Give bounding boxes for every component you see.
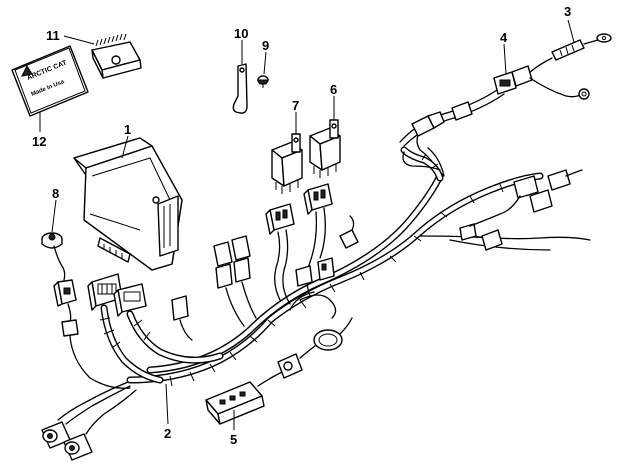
callout-12: 12 (32, 134, 46, 149)
part-1-control-module (73, 137, 183, 271)
part-10-clip (232, 63, 248, 114)
callout-3: 3 (564, 4, 571, 19)
callout-2: 2 (164, 426, 171, 441)
callout-5: 5 (230, 432, 237, 447)
part-5-junction-block (205, 317, 353, 425)
part-3-ring-lead (551, 33, 612, 61)
part-8-sensor (41, 232, 131, 389)
callout-4: 4 (500, 30, 508, 45)
harness-ecu-connectors (87, 273, 224, 384)
harness-bottom-plugs (41, 381, 137, 461)
callout-numbers: 1 2 3 4 5 6 7 8 9 10 11 12 (32, 4, 571, 447)
harness-relay-sockets (213, 183, 359, 327)
part-7-relay (271, 133, 303, 194)
callout-7: 7 (292, 98, 299, 113)
callout-11: 11 (46, 28, 60, 43)
callout-leaders (39, 19, 575, 430)
callout-1: 1 (124, 122, 131, 137)
callout-6: 6 (330, 82, 337, 97)
part-9-screw (257, 75, 269, 88)
harness-right-connectors (459, 169, 583, 251)
part-12-decal: ARCTIC CAT Made In Usa (11, 45, 89, 117)
callout-10: 10 (234, 26, 248, 41)
callout-9: 9 (262, 38, 269, 53)
part-6-relay (309, 119, 341, 178)
part-2-main-harness (126, 131, 591, 387)
part-4-fuse-holder (399, 57, 590, 171)
callout-8: 8 (52, 186, 59, 201)
part-11-resistor-block (91, 33, 142, 79)
